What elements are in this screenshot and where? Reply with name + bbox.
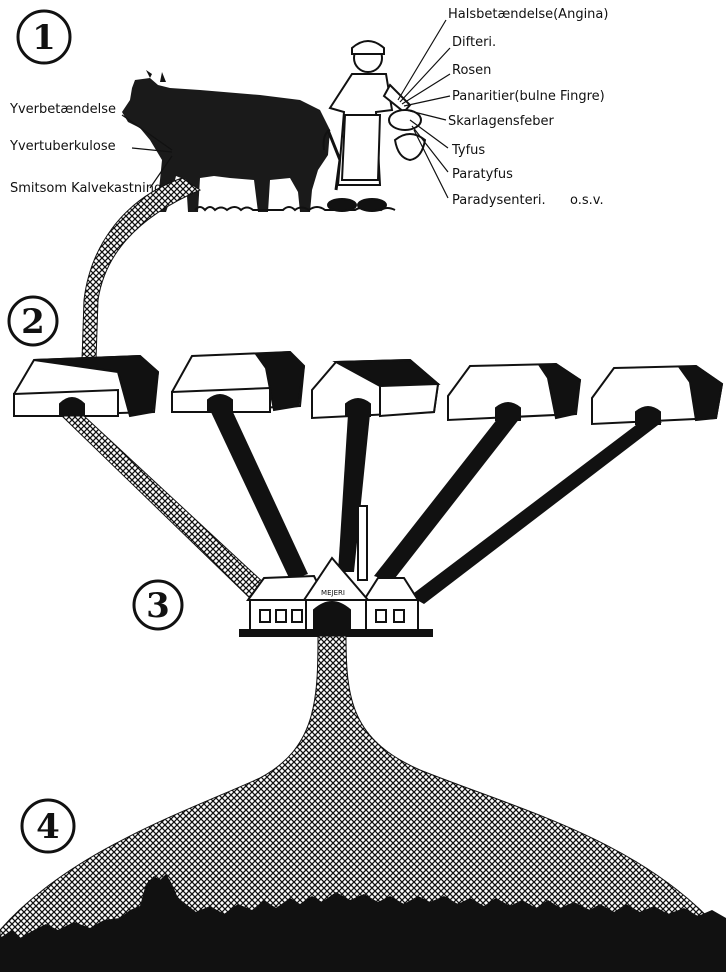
milk-stream-farm-4 (374, 418, 520, 582)
milkmaid-illustration (324, 41, 425, 211)
step-3-marker: 3 (134, 581, 182, 629)
step-1-marker: 1 (18, 11, 70, 63)
step-4-number: 4 (36, 807, 60, 847)
human-disease-label: Paradysenteri. (452, 193, 546, 208)
cow-disease-label: Yverbetændelse (9, 102, 116, 117)
cow-disease-label: Smitsom Kalvekastning (10, 181, 162, 196)
human-disease-label: Halsbetændelse(Angina) (448, 7, 608, 22)
human-disease-label: Rosen (452, 63, 491, 78)
cow-disease-label: Yvertuberkulose (9, 139, 116, 154)
human-disease-label: Panaritier(bulne Fingre) (452, 89, 605, 104)
step-2-marker: 2 (9, 297, 57, 345)
milk-stream-cow-to-farm (82, 178, 200, 360)
farm-3 (312, 360, 438, 418)
step-3-number: 3 (146, 586, 170, 626)
church-tower (148, 880, 170, 920)
farm-1 (14, 356, 158, 416)
farm-2 (172, 352, 304, 412)
human-disease-label: Paratyfus (452, 167, 513, 182)
step-1-number: 1 (32, 18, 56, 58)
farm-5 (592, 366, 722, 424)
milk-stream-farm-5 (410, 422, 662, 604)
human-disease-list: Halsbetændelse(Angina) Difteri. Rosen Pa… (398, 7, 608, 208)
human-disease-label: Tyfus (451, 143, 485, 158)
step-2-number: 2 (21, 302, 45, 342)
human-disease-label: Skarlagensfeber (448, 114, 555, 129)
etc-label: o.s.v. (570, 193, 604, 208)
dairy-sign: MEJERI (321, 589, 345, 597)
farm-4 (448, 364, 580, 420)
human-disease-label: Difteri. (452, 35, 496, 50)
step-4-marker: 4 (22, 800, 74, 852)
